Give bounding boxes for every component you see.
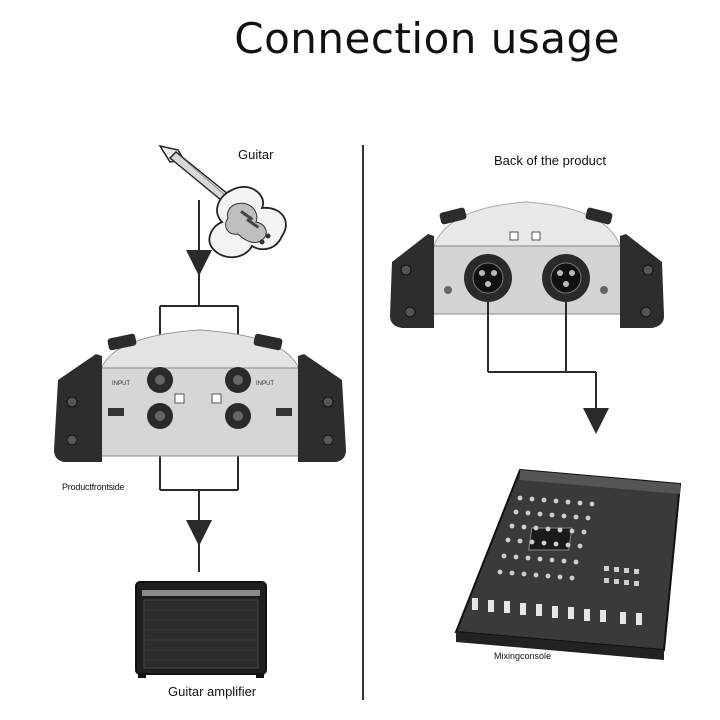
- product-front-side-image: INPUT INPUT: [54, 329, 346, 462]
- guitar-amplifier-label: Guitar amplifier: [168, 684, 257, 699]
- input-marking-right: INPUT: [256, 381, 274, 387]
- right-signal-lines: [487, 302, 597, 410]
- product-back-side-image: [390, 201, 664, 328]
- product-front-side-label: Productfrontside: [62, 482, 125, 492]
- mixing-console-image: [454, 468, 682, 660]
- arrow-down-icon: [186, 520, 212, 546]
- guitar-image: [158, 144, 287, 259]
- arrow-down-icon: [186, 250, 212, 276]
- guitar-amplifier-image: [135, 581, 267, 678]
- arrow-down-icon: [583, 408, 609, 434]
- guitar-label: Guitar: [238, 147, 274, 162]
- back-of-product-label: Back of the product: [494, 153, 607, 168]
- input-marking-left: INPUT: [112, 381, 130, 387]
- mixing-console-label: Mixingconsole: [494, 651, 552, 661]
- page-title: Connection usage: [234, 14, 620, 63]
